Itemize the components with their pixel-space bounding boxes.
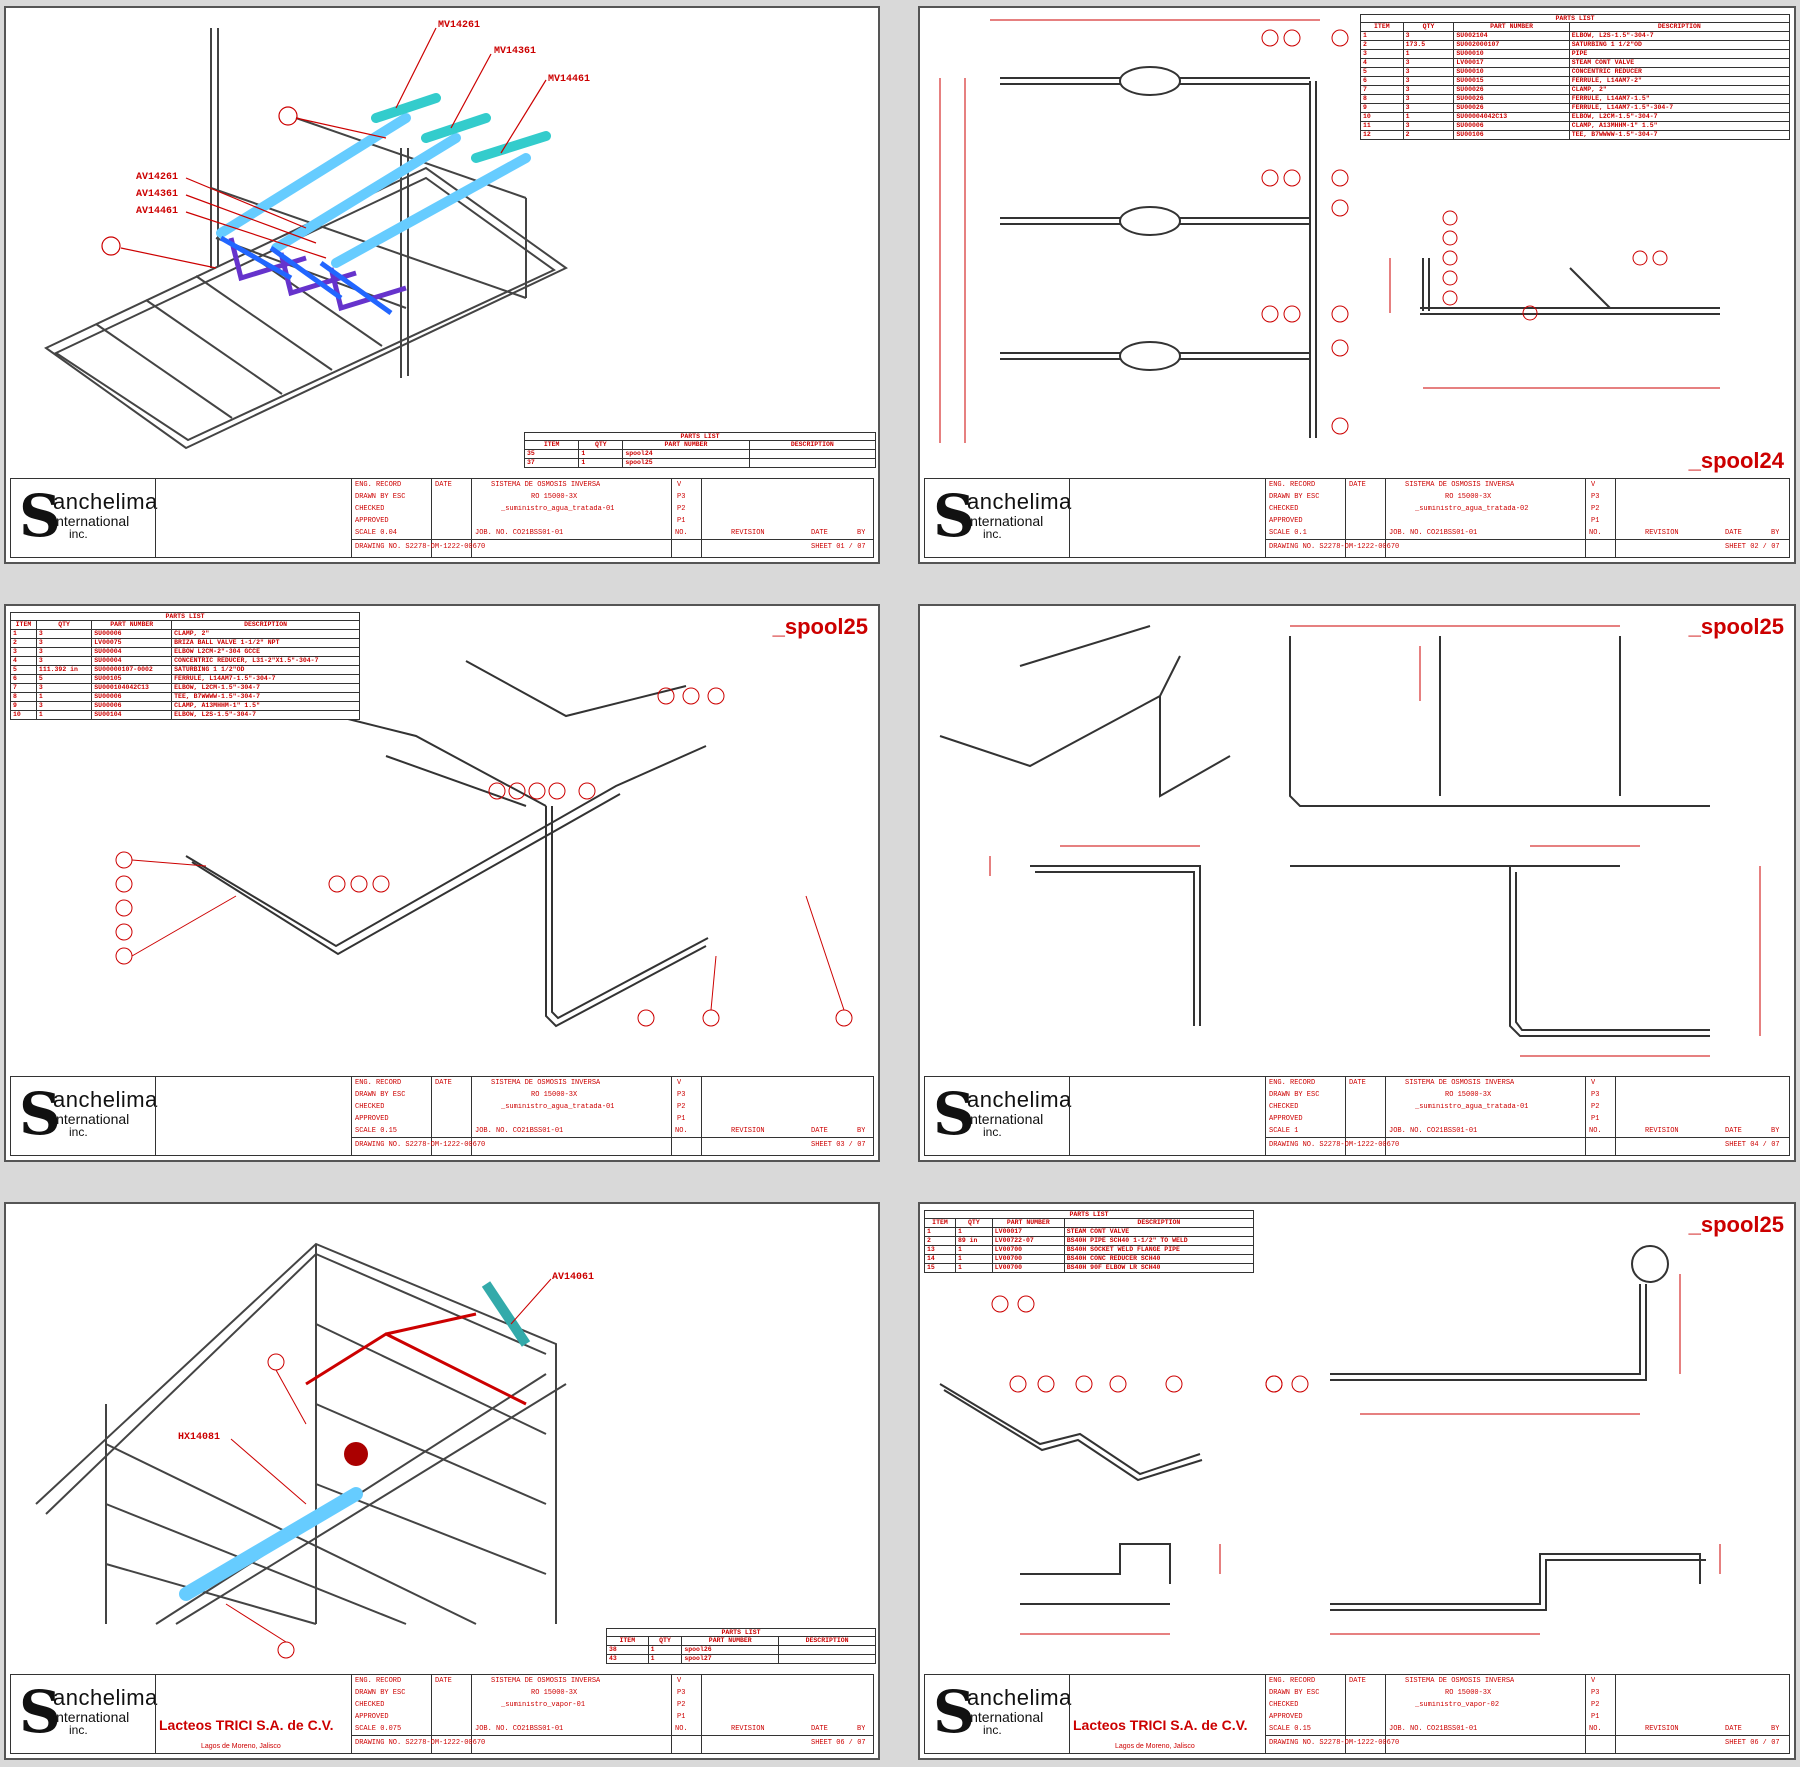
tag-av14461: AV14461 xyxy=(136,206,179,217)
client-name: Lacteos TRICI S.A. de C.V. xyxy=(159,1717,334,1733)
tag-av14061: AV14061 xyxy=(552,1272,595,1283)
tag-mv14461: MV14461 xyxy=(548,74,591,85)
steam-supply-isometric-drawing xyxy=(35,1242,567,1659)
spool-label: _spool25 xyxy=(1688,1212,1784,1237)
spool-label: _spool25 xyxy=(772,614,868,639)
tag-av14261: AV14261 xyxy=(136,172,179,183)
sheet-1[interactable]: MV14261 MV14361 MV14461 AV14261 AV14361 … xyxy=(4,6,880,564)
spool25-isometric-drawing xyxy=(115,660,853,1028)
spool-label: _spool24 xyxy=(1688,448,1784,473)
tag-hx14081: HX14081 xyxy=(178,1432,221,1443)
steam-supply-spool-drawing xyxy=(939,1245,1721,1635)
tag-mv14361: MV14361 xyxy=(494,46,537,57)
client-location: Lagos de Moreno, Jalisco xyxy=(1115,1743,1195,1750)
isometric-frame-drawing xyxy=(44,27,568,450)
client-location: Lagos de Moreno, Jalisco xyxy=(201,1743,281,1750)
client-name: Lacteos TRICI S.A. de C.V. xyxy=(1073,1717,1248,1733)
spool25-multiview-drawing xyxy=(939,625,1761,1057)
tag-av14361: AV14361 xyxy=(136,189,179,200)
spool-label: _spool25 xyxy=(1688,614,1784,639)
tag-mv14261: MV14261 xyxy=(438,20,481,31)
spool24-orthographic-drawing xyxy=(939,19,1720,443)
